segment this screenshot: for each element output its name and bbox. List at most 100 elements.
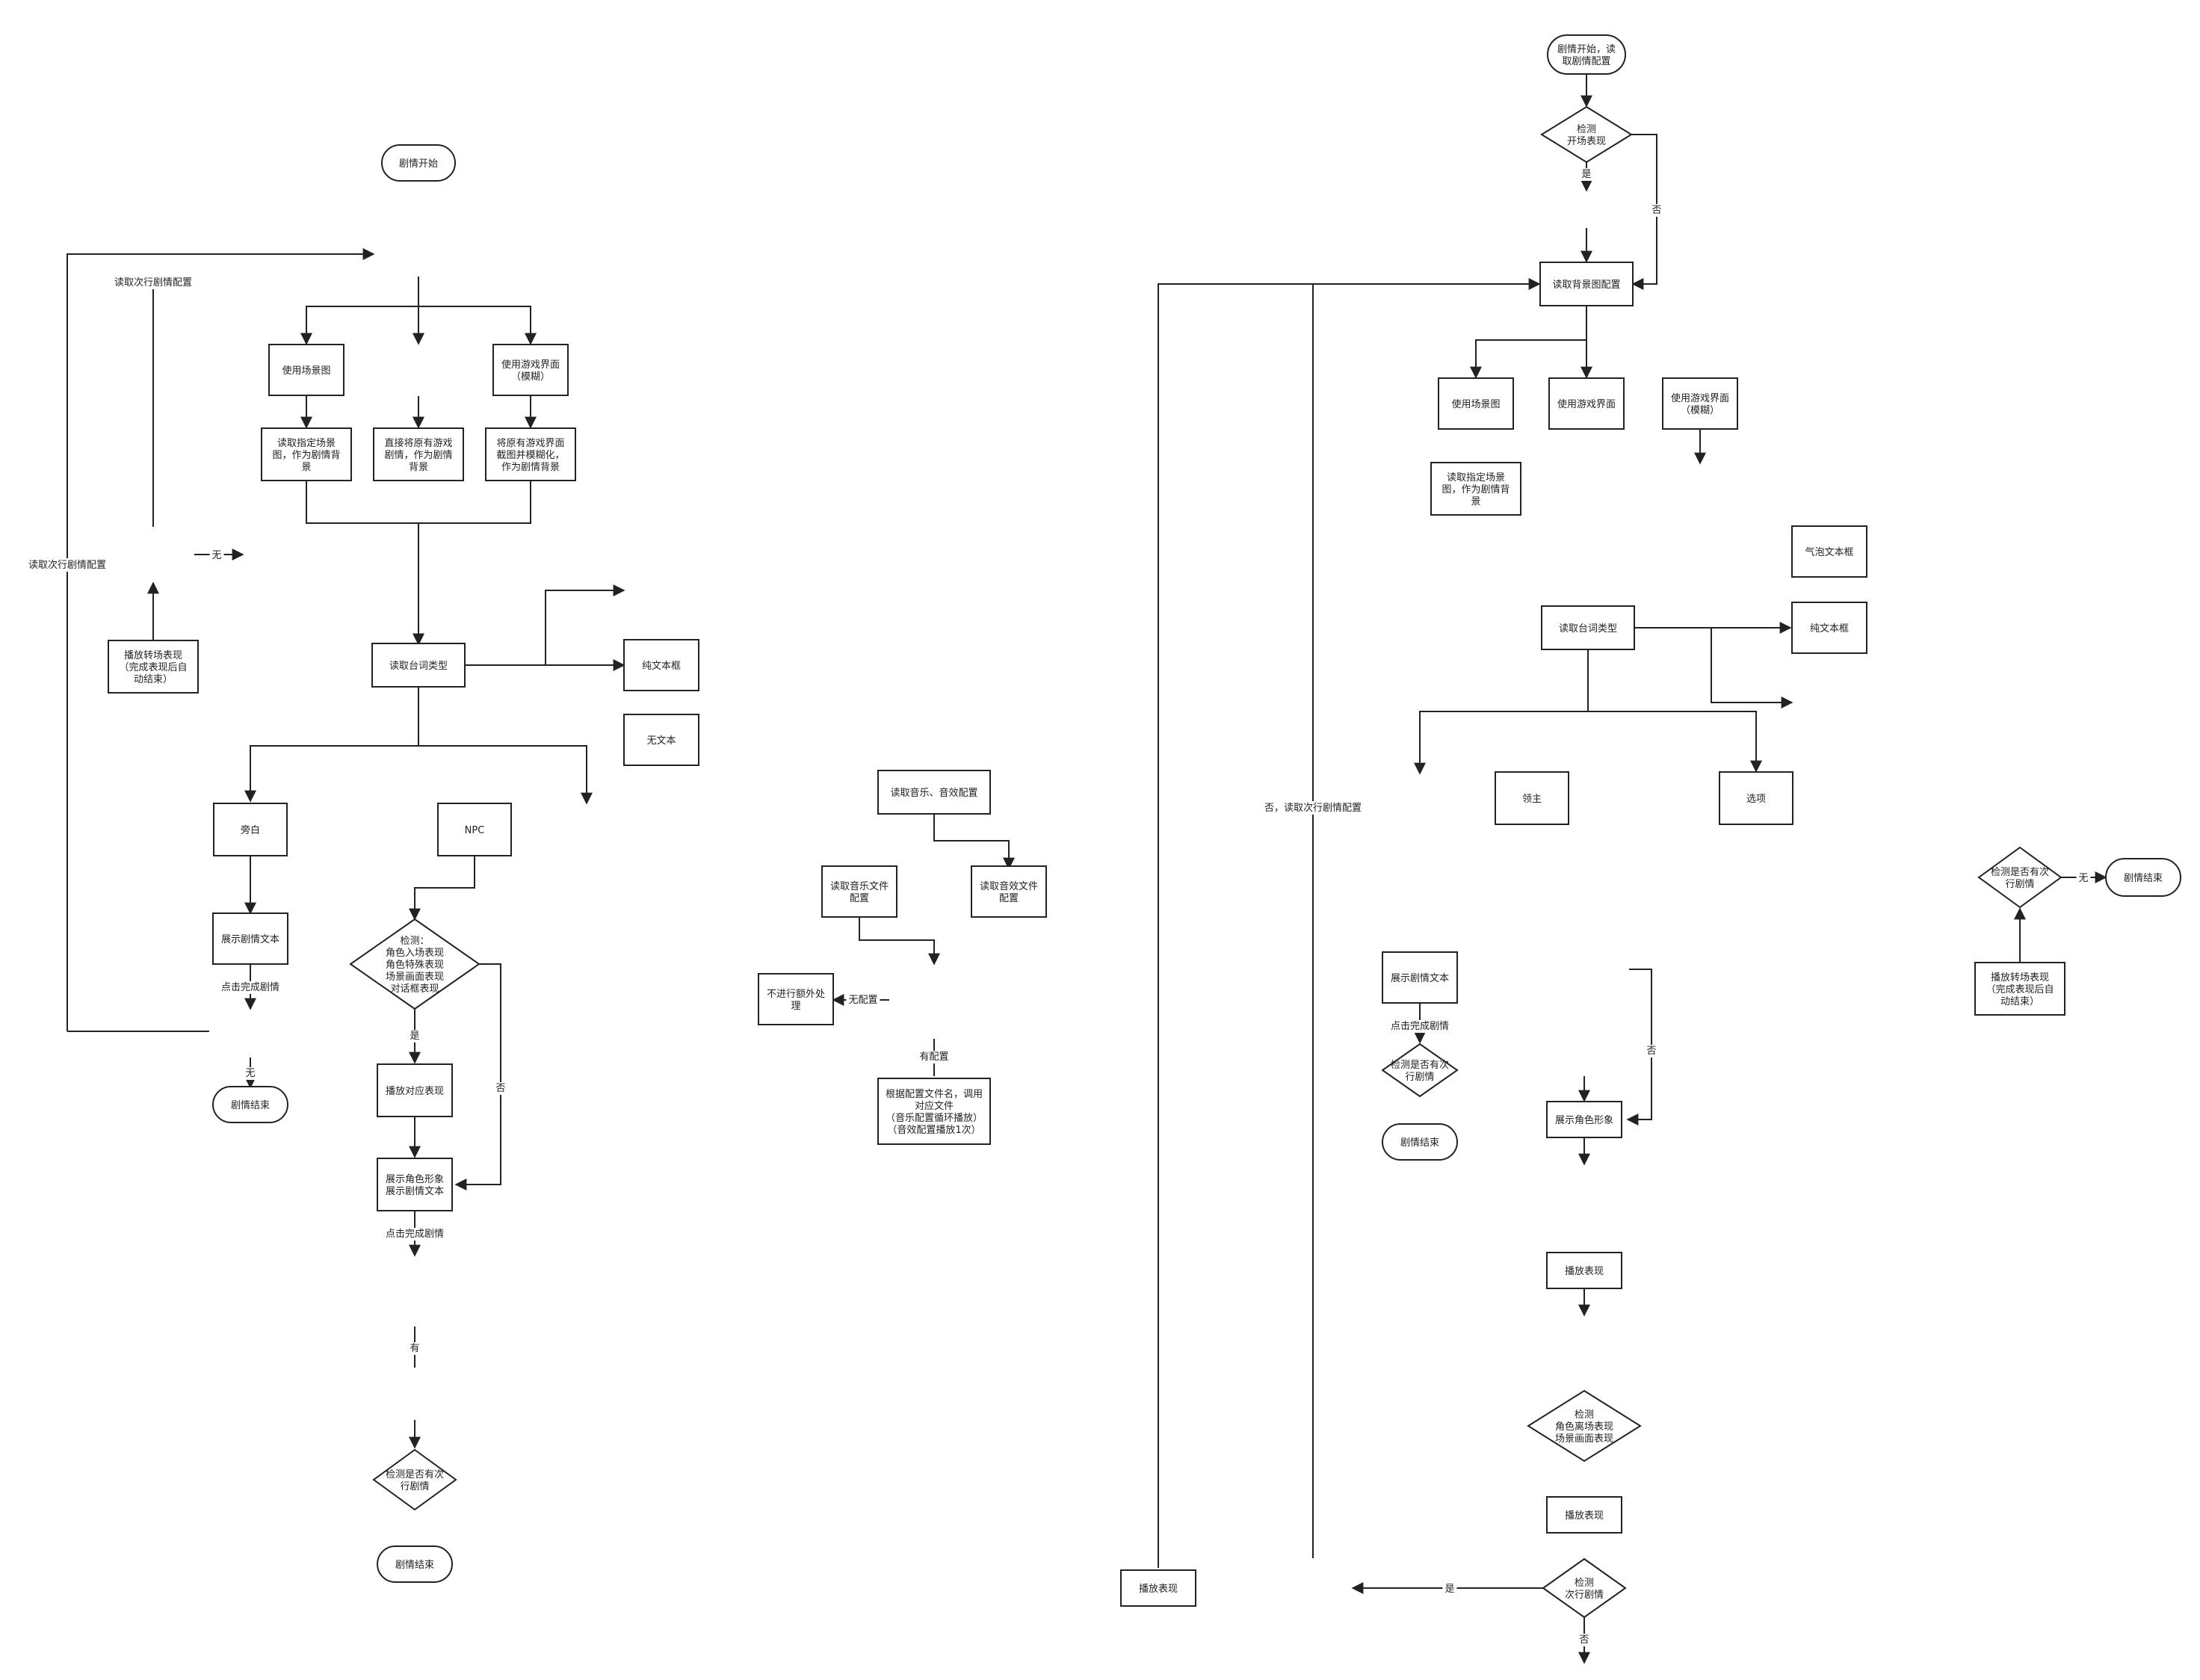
right-flow-check-next-a: 检测是否有次行剧情: [1381, 1043, 1459, 1098]
right-flow-end-c-shape: [2105, 858, 2181, 897]
left-flow-click-done-1-label: 点击完成剧情: [221, 982, 279, 993]
right-flow-check-next-c-shape: [1977, 846, 2062, 909]
left-flow-edge-none-2-label-bg: [243, 1067, 258, 1080]
left-flow-use-scene: 使用场景图: [268, 344, 344, 396]
left-flow-plain-text: 纯文本框: [623, 639, 699, 691]
left-flow-play-transition-shape: [108, 640, 199, 694]
left-flow-use-blur-ui: 使用游戏界面（模糊）: [492, 344, 569, 396]
left-flow-check-entry-text: 检测：角色入场表现角色特殊表现场景画面表现对话框表现: [386, 936, 444, 995]
right-flow-edge-none-label: 无: [2078, 873, 2088, 884]
left-flow-blur-ui-text: 将原有游戏界面截图并模糊化，作为剧情背景: [496, 438, 564, 473]
left-flow-play-matching-shape: [377, 1063, 453, 1117]
right-flow-bubble-text-text: 气泡文本框: [1805, 546, 1853, 558]
middle-flow-read-music: 读取音乐文件配置: [821, 865, 897, 918]
right-flow-use-blur-ui-text: 使用游戏界面（模糊）: [1671, 392, 1729, 416]
right-flow-check-leave-shape: [1527, 1389, 1642, 1463]
left-flow-use-scene-text: 使用场景图: [282, 365, 330, 377]
right-flow-play-b-text: 播放表现: [1565, 1510, 1604, 1522]
left-flow-read-dialog-type-shape: [371, 643, 466, 688]
right-flow-lord: 领主: [1495, 771, 1569, 825]
left-flow-no-text-shape: [623, 714, 699, 766]
right-flow-use-blur-ui: 使用游戏界面（模糊）: [1662, 377, 1738, 430]
right-flow-use-scene-shape: [1438, 377, 1514, 430]
connector-14: [545, 584, 625, 665]
right-flow-play-transition: 播放转场表现（完成表现后自动结束）: [1974, 962, 2065, 1016]
middle-flow-read-sfx-shape: [971, 865, 1047, 918]
middle-flow-call-file-shape: [877, 1078, 991, 1145]
left-flow-read-scene-shape: [261, 427, 352, 481]
connector-36: [1158, 278, 1541, 1568]
middle-flow-read-sfx: 读取音效文件配置: [971, 865, 1047, 918]
right-flow-show-char-shape: [1546, 1101, 1622, 1138]
right-flow-edge-no-label-bg: [1649, 204, 1664, 217]
right-flow-end-a: 剧情结束: [1382, 1123, 1458, 1161]
left-flow-narration-shape: [213, 803, 288, 856]
left-flow-check-entry: 检测：角色入场表现角色特殊表现场景画面表现对话框表现: [349, 918, 481, 1010]
middle-flow-no-extra: 不进行额外处理: [758, 973, 834, 1025]
connector-15: [244, 688, 419, 803]
right-flow-use-ui: 使用游戏界面: [1548, 377, 1625, 430]
connector-21: [409, 856, 475, 921]
right-flow-end-c-text: 剧情结束: [2124, 873, 2163, 884]
left-flow-loop-label-outer-label-bg: [25, 558, 109, 572]
left-flow-start: 剧情开始: [381, 144, 456, 182]
right-flow-read-scene-text: 读取指定场景图，作为剧情背景: [1442, 472, 1510, 507]
left-flow-check-next-shape: [372, 1448, 457, 1511]
middle-flow-no-extra-text: 不进行额外处理: [767, 989, 825, 1012]
connector-8: [306, 481, 531, 524]
connector-28: [933, 814, 1015, 870]
right-flow-plain-text-text: 纯文本框: [1810, 623, 1849, 634]
right-flow-check-opening-shape: [1540, 105, 1633, 164]
left-flow-narration-text: 旁白: [241, 824, 260, 836]
right-flow-plain-text: 纯文本框: [1791, 602, 1867, 654]
left-flow-read-dialog-type: 读取台词类型: [371, 643, 466, 688]
right-flow-start: 剧情开始，读取剧情配置: [1547, 34, 1626, 75]
right-flow-option: 选项: [1719, 771, 1793, 825]
right-flow-read-bg-shape: [1539, 262, 1634, 306]
left-flow-start-text: 剧情开始: [399, 158, 438, 170]
right-flow-loop-label-label: 否，读取次行剧情配置: [1264, 802, 1362, 814]
right-flow-play-transition-text: 播放转场表现（完成表现后自动结束）: [1986, 972, 2054, 1007]
right-flow-play-b: 播放表现: [1546, 1496, 1622, 1534]
left-flow-start-shape: [381, 144, 456, 182]
right-flow-start-shape: [1547, 34, 1626, 75]
left-flow-check-next-text: 检测是否有次行剧情: [386, 1469, 444, 1492]
connector-4: [67, 248, 375, 1031]
left-flow-use-blur-ui-shape: [492, 344, 569, 396]
middle-flow-read-audio-shape: [877, 770, 991, 815]
connector-3: [418, 306, 537, 345]
right-flow-check-next-c-text: 检测是否有次行剧情: [1991, 866, 2049, 890]
right-flow-use-scene: 使用场景图: [1438, 377, 1514, 430]
left-flow-direct-ui-text: 直接将原有游戏剧情，作为剧情背景: [384, 437, 452, 473]
right-flow-edge-no-2-label-bg: [1644, 1045, 1659, 1057]
left-flow-blur-ui-shape: [485, 427, 576, 481]
connector-29: [859, 917, 940, 966]
right-flow-read-dialog-type-shape: [1541, 605, 1635, 650]
left-flow-edge-no-label-bg: [493, 1082, 508, 1095]
left-flow-loop-label-outer-label: 读取次行剧情配置: [28, 559, 106, 571]
right-flow-end-a-shape: [1382, 1123, 1458, 1161]
connector-43: [1414, 649, 1589, 775]
right-flow-play-a: 播放表现: [1546, 1252, 1622, 1289]
right-flow-check-opening-text: 检测开场表现: [1567, 124, 1606, 147]
right-flow-play-c-text: 播放表现: [1139, 1584, 1178, 1595]
right-flow-edge-yes-2-label: 是: [1444, 1584, 1454, 1595]
left-flow-edge-have-label: 有: [410, 1343, 419, 1354]
right-flow-edge-no-label: 否: [1651, 205, 1661, 216]
right-flow-end-c: 剧情结束: [2105, 858, 2181, 897]
right-flow-read-dialog-type-text: 读取台词类型: [1559, 623, 1617, 634]
right-flow-play-a-text: 播放表现: [1565, 1266, 1604, 1277]
left-flow-show-char-text-shape: [377, 1158, 453, 1211]
middle-flow-edge-no-config-label-bg: [846, 994, 880, 1007]
left-flow-click-done-2-label-bg: [383, 1228, 447, 1241]
left-flow-no-text: 无文本: [623, 714, 699, 766]
middle-flow-read-audio: 读取音乐、音效配置: [877, 770, 991, 815]
right-flow-read-bg: 读取背景图配置: [1539, 262, 1634, 306]
left-flow-play-transition: 播放转场表现（完成表现后自动结束）: [108, 640, 199, 694]
left-flow-edge-none-label-bg: [209, 549, 224, 562]
right-flow-show-char-text: 展示角色形象: [1555, 1114, 1613, 1126]
right-flow-bubble-text: 气泡文本框: [1791, 525, 1867, 578]
right-flow-use-ui-shape: [1548, 377, 1625, 430]
left-flow-edge-yes-label-bg: [407, 1030, 422, 1043]
